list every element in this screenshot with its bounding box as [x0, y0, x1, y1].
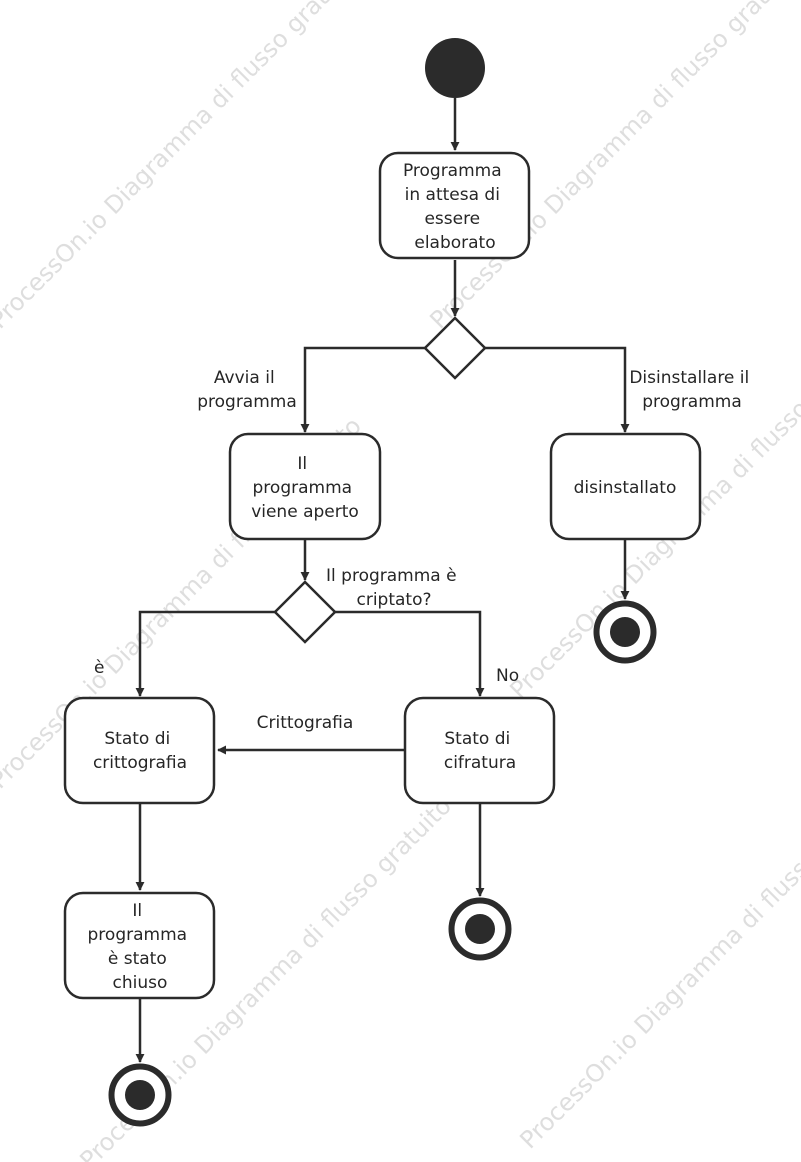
decision-diamond-1: [423, 316, 487, 380]
edge-label-is-encrypted: Il programma è criptato?: [326, 566, 462, 610]
edge-decision-to-opened: [300, 346, 425, 433]
connectors: [135, 98, 630, 1063]
node-cipher-state-label: Stato di cifratura: [444, 729, 516, 773]
decision-diamond-2: [273, 580, 337, 644]
node-opened-box: [228, 432, 382, 541]
edge-decision-to-cipher-state: [335, 610, 485, 697]
node-cipher-state-box: [403, 696, 556, 805]
node-closed-label: Il programma è stato chiuso: [88, 901, 193, 993]
edge-label-yes: è: [94, 658, 104, 678]
activity-nodes: [63, 151, 702, 1000]
node-labels: Programma in attesa di essere elaborato …: [88, 161, 677, 993]
node-opened-label: Il programma viene aperto: [251, 454, 359, 522]
node-encryption-state-label: Stato di crittografia: [93, 729, 187, 773]
edge-label-start-program: Avvia il programma: [197, 368, 297, 412]
node-waiting-label: Programma in attesa di essere elaborato: [403, 161, 507, 253]
edge-label-encryption: Crittografia: [257, 713, 354, 733]
node-waiting-box: [378, 151, 531, 260]
start-node: [425, 38, 485, 98]
end-node-closed: [108, 1063, 172, 1127]
end-node-cipher: [448, 897, 512, 961]
end-node-uninstall: [593, 600, 657, 664]
edge-labels: Avvia il programma Disinstallare il prog…: [94, 368, 754, 733]
edge-decision-to-uninstalled: [485, 346, 630, 433]
node-uninstalled-box: [549, 432, 702, 541]
edge-label-no: No: [496, 666, 519, 686]
edge-label-uninstall: Disinstallare il programma: [629, 368, 754, 412]
node-closed-box: [63, 891, 216, 1000]
decision-nodes: [273, 316, 487, 644]
node-uninstalled-label: disinstallato: [574, 478, 677, 498]
node-encryption-state-box: [63, 696, 216, 805]
edge-decision-to-encryption-state: [135, 610, 275, 697]
watermark-text-1: ProcessOn.io Diagramma di flusso gratuit…: [0, 0, 367, 334]
watermark-text-6: ProcessOn.io Diagramma di flusso gratuit…: [514, 772, 801, 1154]
